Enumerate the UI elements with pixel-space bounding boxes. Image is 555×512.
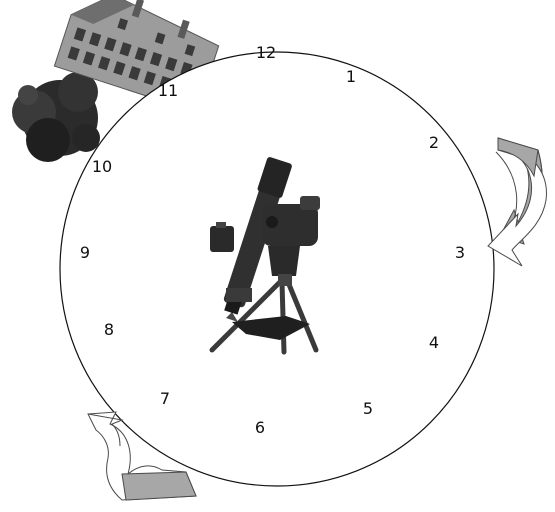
hour-label-4: 4 [429, 333, 439, 352]
finder-scope [210, 222, 234, 252]
hour-label-11: 11 [158, 81, 178, 100]
hour-label-10: 10 [92, 157, 112, 176]
focuser [226, 288, 252, 302]
rotation-arrow-right [488, 138, 546, 266]
hour-label-3: 3 [455, 243, 465, 262]
tree [12, 72, 100, 162]
hour-label-6: 6 [255, 418, 265, 437]
hour-label-2: 2 [429, 133, 439, 152]
hour-label-12: 12 [256, 43, 276, 62]
hour-label-5: 5 [363, 399, 373, 418]
hour-label-9: 9 [80, 243, 90, 262]
hour-label-1: 1 [346, 67, 356, 86]
hour-label-7: 7 [160, 389, 170, 408]
hour-label-8: 8 [104, 320, 114, 339]
